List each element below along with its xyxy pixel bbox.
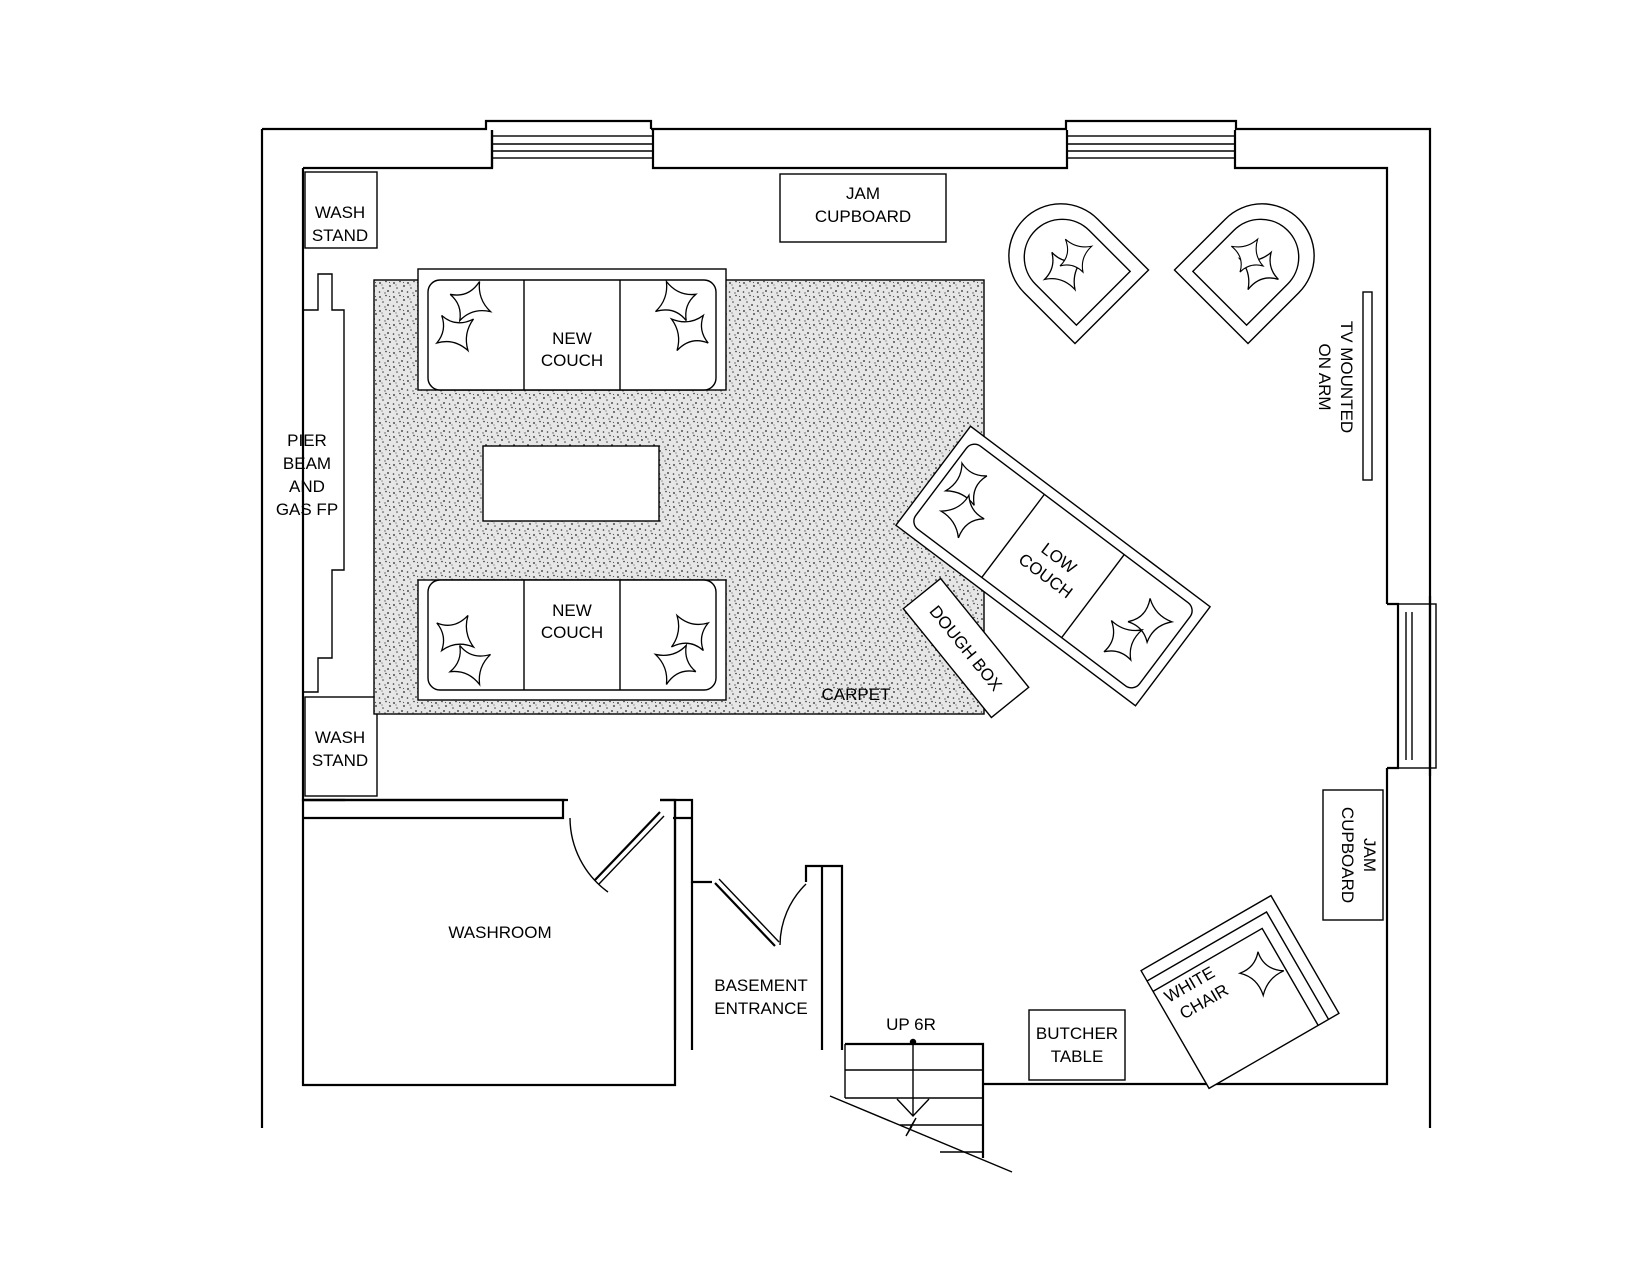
jam-cupboard-top: JAM CUPBOARD [779, 173, 947, 243]
up-stairs-label: UP 6R [886, 1015, 936, 1034]
wash-stand-bottom-label-1: WASH [315, 728, 365, 747]
new-couch-top-label-2: COUCH [541, 351, 603, 370]
wash-stand-top: WASH STAND [304, 171, 378, 249]
jam-cupboard-right-label-1: JAM [1360, 838, 1379, 872]
wash-stand-top-label-2: STAND [312, 226, 368, 245]
window-top-right [1066, 135, 1236, 159]
basement-entrance: BASEMENT ENTRANCE [660, 798, 844, 1050]
coffee-table [482, 445, 660, 522]
butcher-table-label-1: BUTCHER [1036, 1024, 1118, 1043]
stairs: UP 6R [829, 1015, 1013, 1173]
new-couch-bottom: NEW COUCH [417, 579, 727, 701]
low-couch: LOW COUCH [894, 425, 1212, 707]
wash-stand-bottom: WASH STAND [304, 696, 378, 797]
pier-label-1: PIER [287, 431, 327, 450]
new-couch-top: NEW COUCH [417, 268, 727, 391]
pier-beam-gas-fp: PIER BEAM AND GAS FP [276, 273, 345, 693]
jam-cupboard-top-label-2: CUPBOARD [815, 207, 911, 226]
basement-label-1: BASEMENT [714, 976, 808, 995]
jam-cupboard-right: JAM CUPBOARD [1322, 789, 1384, 921]
tv-label-1: TV MOUNTED [1337, 321, 1356, 433]
armchair-right [1173, 203, 1315, 345]
jam-cupboard-top-label-1: JAM [846, 184, 880, 203]
tv-label-2: ON ARM [1315, 343, 1334, 410]
wash-stand-top-label-1: WASH [315, 203, 365, 222]
pier-label-3: AND [289, 477, 325, 496]
window-right [1387, 596, 1437, 776]
pier-label-2: BEAM [283, 454, 331, 473]
new-couch-bottom-label-1: NEW [552, 601, 592, 620]
tv-mounted-on-arm: TV MOUNTED ON ARM [1315, 291, 1373, 481]
wash-stand-bottom-label-2: STAND [312, 751, 368, 770]
pier-label-4: GAS FP [276, 500, 338, 519]
jam-cupboard-right-label-2: CUPBOARD [1338, 807, 1357, 903]
window-top-left [491, 135, 654, 159]
armchair-left [1008, 203, 1150, 345]
butcher-table-label-2: TABLE [1051, 1047, 1104, 1066]
butcher-table: BUTCHER TABLE [1028, 1009, 1126, 1081]
new-couch-bottom-label-2: COUCH [541, 623, 603, 642]
white-chair: WHITE CHAIR [1140, 894, 1340, 1090]
basement-label-2: ENTRANCE [714, 999, 808, 1018]
carpet-label: CARPET [822, 685, 891, 704]
washroom: WASHROOM [301, 798, 677, 1087]
washroom-label: WASHROOM [448, 923, 551, 942]
new-couch-top-label-1: NEW [552, 329, 592, 348]
